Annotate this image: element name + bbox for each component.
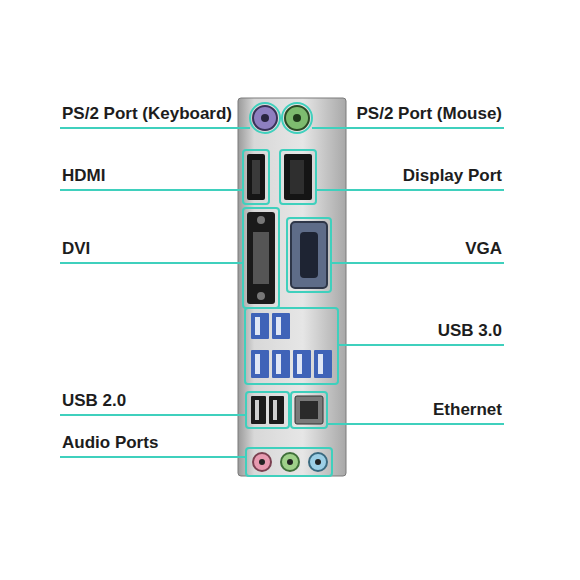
dvi-port bbox=[247, 212, 275, 304]
usb2-ports bbox=[251, 396, 284, 424]
port-label: USB 3.0 bbox=[438, 321, 502, 341]
usb3-ports bbox=[251, 313, 332, 378]
ps2-keyboard-port bbox=[253, 106, 277, 130]
port-label: PS/2 Port (Keyboard) bbox=[62, 104, 232, 124]
port-label: VGA bbox=[465, 239, 502, 259]
port-label: DVI bbox=[62, 239, 90, 259]
ethernet-port bbox=[295, 396, 323, 424]
audio-jacks bbox=[253, 453, 327, 471]
port-label: PS/2 Port (Mouse) bbox=[357, 104, 502, 124]
hdmi-port bbox=[247, 154, 265, 200]
port-label: Audio Ports bbox=[62, 433, 158, 453]
port-label: Display Port bbox=[403, 166, 502, 186]
displayport-port bbox=[284, 154, 312, 200]
io-plate bbox=[238, 98, 346, 476]
vga-port bbox=[291, 222, 327, 288]
leader-lines bbox=[60, 128, 504, 457]
port-label: Ethernet bbox=[433, 400, 502, 420]
port-label: USB 2.0 bbox=[62, 391, 126, 411]
ps2-mouse-port bbox=[285, 106, 309, 130]
port-label: HDMI bbox=[62, 166, 105, 186]
